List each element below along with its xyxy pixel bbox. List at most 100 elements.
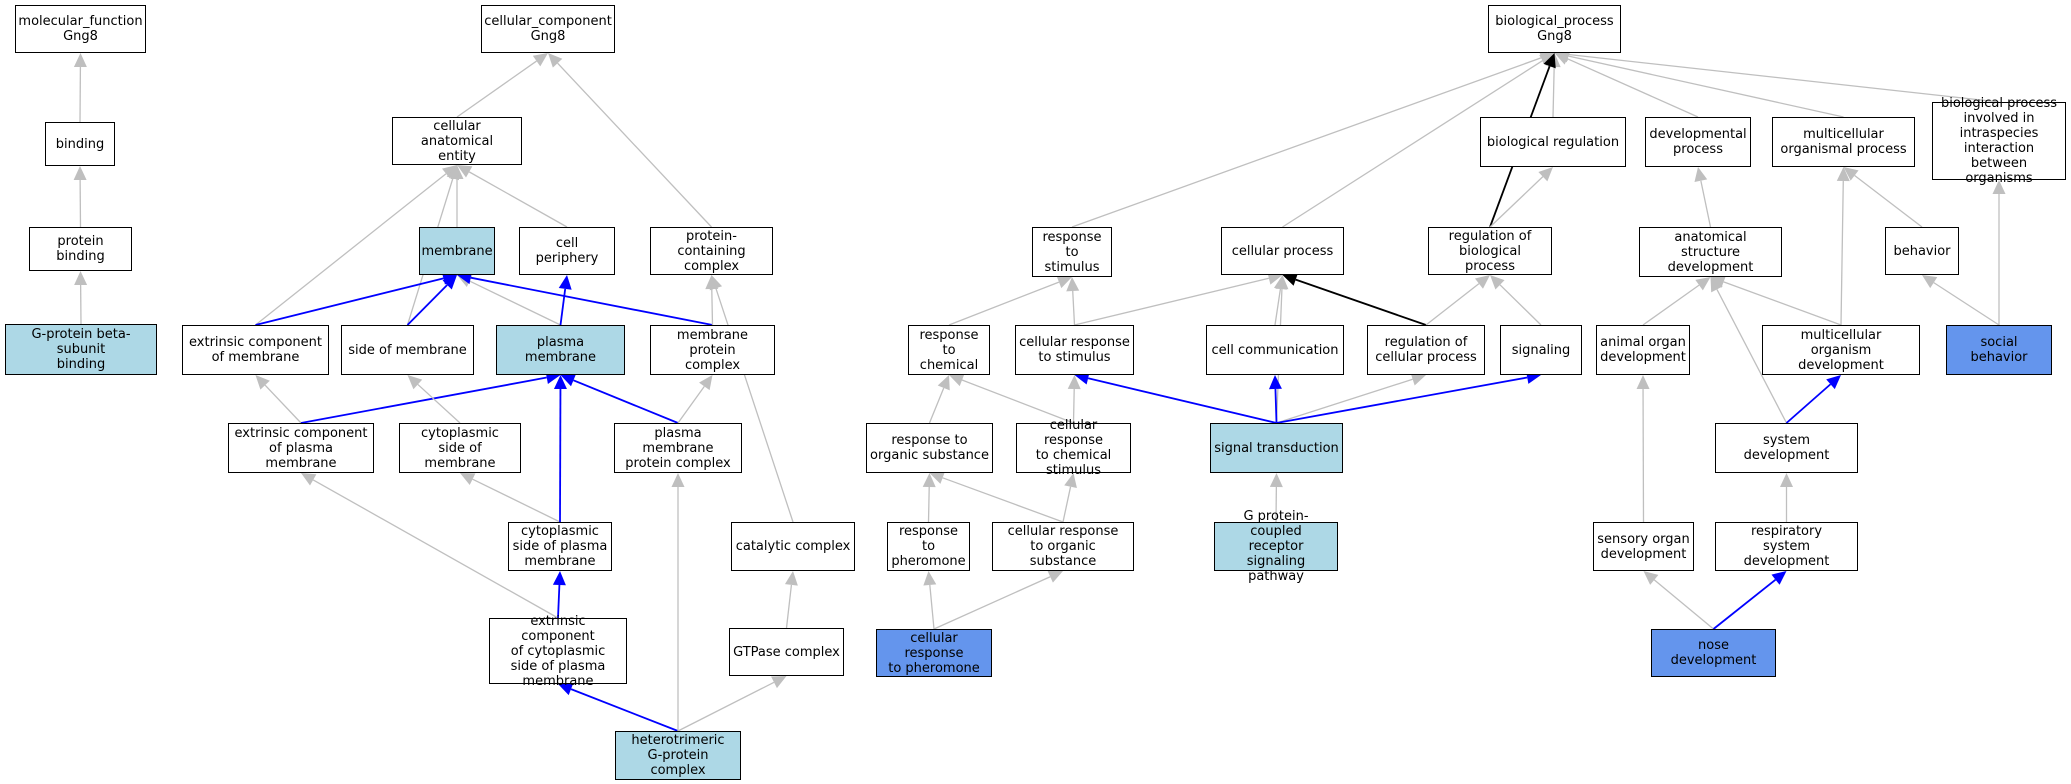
edge-ecm-to-membrane bbox=[255, 277, 444, 326]
node-mod: multicellular organism development bbox=[1762, 325, 1920, 375]
arrowhead-sigtrans-to-crts bbox=[1074, 371, 1090, 385]
node-cellcomm: cell communication bbox=[1206, 325, 1344, 375]
arrowhead-crtos-to-crcs bbox=[1064, 473, 1077, 489]
edge-rts-to-bp bbox=[1071, 57, 1542, 228]
edge-crcs-to-rtc bbox=[961, 379, 1074, 424]
edge-sigtrans-to-cellcomm bbox=[1274, 388, 1278, 424]
node-regbio: regulation of biological process bbox=[1428, 227, 1552, 275]
edge-mod-to-asd bbox=[1723, 281, 1842, 326]
edge-ecm-to-cae bbox=[255, 173, 447, 326]
edge-pmpc-to-mpc bbox=[677, 385, 705, 424]
node-cell-periphery: cell periphery bbox=[519, 227, 615, 275]
edge-ecpm-to-ecm bbox=[264, 384, 302, 424]
node-behavior: behavior bbox=[1885, 227, 1959, 275]
edge-mpc-to-membrane bbox=[470, 276, 713, 326]
edge-crtp-to-rtp bbox=[929, 584, 935, 630]
arrowhead-crts-to-rts bbox=[1066, 277, 1080, 292]
edge-social-to-behavior bbox=[1933, 282, 2000, 326]
node-pcc: protein-containing complex bbox=[650, 227, 773, 275]
arrowhead-crtos-to-rtos bbox=[929, 471, 945, 484]
edge-rtc-to-rts bbox=[948, 281, 1060, 326]
arrowhead-sysdev-to-mod bbox=[1826, 375, 1841, 390]
edge-gtpase-to-catalytic bbox=[785, 584, 793, 629]
arrowhead-hetg-to-eccspm bbox=[558, 683, 574, 696]
edge-aod-to-asd bbox=[1642, 284, 1700, 326]
arrowhead-cell_periphery-to-cae bbox=[457, 165, 473, 178]
arrowhead-social-to-bpinter bbox=[1992, 180, 2006, 194]
node-rtos: response to organic substance bbox=[866, 423, 993, 473]
edge-regcell-to-cellproc bbox=[1295, 278, 1427, 326]
edge-crtos-to-rtos bbox=[942, 477, 1064, 523]
edge-regcell-to-regbio bbox=[1425, 283, 1480, 326]
node-ecm: extrinsic component of membrane bbox=[182, 325, 329, 375]
arrowhead-gpbsb-to-protein_binding bbox=[74, 271, 88, 286]
arrowhead-rtp-to-rtos bbox=[922, 473, 936, 488]
node-sigtrans: signal transduction bbox=[1210, 423, 1343, 473]
arrowhead-sod-to-aod bbox=[1636, 375, 1650, 390]
edge-cae-to-cc bbox=[456, 60, 537, 118]
arrowhead-crtp-to-crtos bbox=[1047, 570, 1063, 583]
node-rtc: response to chemical bbox=[908, 325, 990, 375]
arrowhead-crcs-to-crts bbox=[1067, 375, 1081, 390]
arrowhead-crtp-to-rtp bbox=[923, 571, 937, 586]
node-cspm: cytoplasmic side of plasma membrane bbox=[508, 522, 612, 571]
arrowhead-hetg-to-pmpc bbox=[671, 473, 685, 487]
arrowhead-som-to-cae bbox=[446, 165, 460, 181]
edge-pcc-to-cc bbox=[557, 62, 712, 228]
node-bpinter: biological process involved in intraspec… bbox=[1932, 96, 2066, 186]
edge-eccspm-to-cspm bbox=[557, 584, 561, 619]
edge-hetg-to-gtpase bbox=[677, 681, 775, 732]
arrowhead-regcell-to-regbio bbox=[1474, 275, 1490, 289]
node-gpbsb: G-protein beta-subunit binding bbox=[5, 324, 157, 375]
edge-nose-to-rsd bbox=[1712, 579, 1777, 630]
edge-sigtrans-to-regcell bbox=[1276, 378, 1413, 424]
arrowhead-cspm-to-csm bbox=[460, 473, 476, 485]
arrowhead-pmpc-to-pm bbox=[560, 374, 576, 387]
arrowhead-pcc-to-cc bbox=[548, 53, 563, 68]
node-pmpc: plasma membrane protein complex bbox=[614, 423, 742, 473]
edge-behavior-to-multorg bbox=[1854, 174, 1923, 228]
edge-pm-to-membrane bbox=[469, 280, 561, 326]
edge-crtp-to-crtos bbox=[933, 576, 1051, 630]
edge-crts-to-rts bbox=[1072, 290, 1076, 326]
edge-cell_periphery-to-cae bbox=[468, 171, 568, 228]
node-asd: anatomical structure development bbox=[1639, 227, 1782, 277]
edge-bpinter-to-bp bbox=[1568, 53, 2000, 103]
edge-crts-to-cellproc bbox=[1074, 277, 1270, 326]
edge-ecpm-to-pm bbox=[300, 376, 547, 424]
arrowhead-asd-to-devproc bbox=[1694, 167, 1708, 183]
edge-signaling-to-regbio bbox=[1499, 284, 1542, 326]
arrowhead-cspm-to-pm bbox=[553, 375, 567, 390]
node-ecpm: extrinsic component of plasma membrane bbox=[228, 423, 374, 473]
node-aod: animal organ development bbox=[1596, 325, 1690, 375]
edge-catalytic-to-pcc bbox=[715, 288, 794, 523]
edge-multorg-to-bp bbox=[1568, 55, 1844, 118]
edge-mpc-to-pcc bbox=[711, 288, 714, 326]
node-mpc: membrane protein complex bbox=[650, 325, 775, 375]
edge-sysdev-to-mod bbox=[1785, 383, 1832, 424]
node-mf: molecular_function Gng8 bbox=[15, 5, 146, 53]
node-sysdev: system development bbox=[1715, 423, 1858, 473]
node-multorg: multicellular organismal process bbox=[1772, 117, 1915, 167]
node-eccspm: extrinsic component of cytoplasmic side … bbox=[489, 614, 627, 689]
arrowhead-mod-to-multorg bbox=[1836, 167, 1850, 182]
edge-asd-to-devproc bbox=[1700, 180, 1712, 228]
arrowhead-rtos-to-rtc bbox=[937, 375, 950, 391]
node-cae: cellular anatomical entity bbox=[392, 117, 522, 165]
arrowhead-gpcr-to-sigtrans bbox=[1269, 473, 1283, 488]
arrowhead-hetg-to-gtpase bbox=[771, 676, 787, 689]
arrowhead-gtpase-to-catalytic bbox=[784, 571, 798, 586]
node-binding: binding bbox=[45, 122, 115, 166]
edge-sigtrans-to-crts bbox=[1087, 377, 1277, 424]
arrowhead-crts-to-cellproc bbox=[1267, 271, 1283, 285]
node-crtp: cellular response to pheromone bbox=[876, 629, 992, 677]
arrowhead-pm-to-cell_periphery bbox=[558, 275, 572, 290]
edge-eccspm-to-ecpm bbox=[312, 479, 559, 619]
arrowhead-catalytic-to-pcc bbox=[709, 275, 723, 291]
arrowhead-rtc-to-rts bbox=[1056, 276, 1072, 289]
node-rsd: respiratory system development bbox=[1715, 522, 1858, 571]
edge-pmpc-to-pm bbox=[573, 379, 679, 424]
arrowhead-sigtrans-to-cellcomm bbox=[1268, 375, 1282, 390]
arrowhead-sysdev-to-asd bbox=[1710, 277, 1723, 293]
arrowhead-binding-to-mf bbox=[73, 53, 87, 68]
